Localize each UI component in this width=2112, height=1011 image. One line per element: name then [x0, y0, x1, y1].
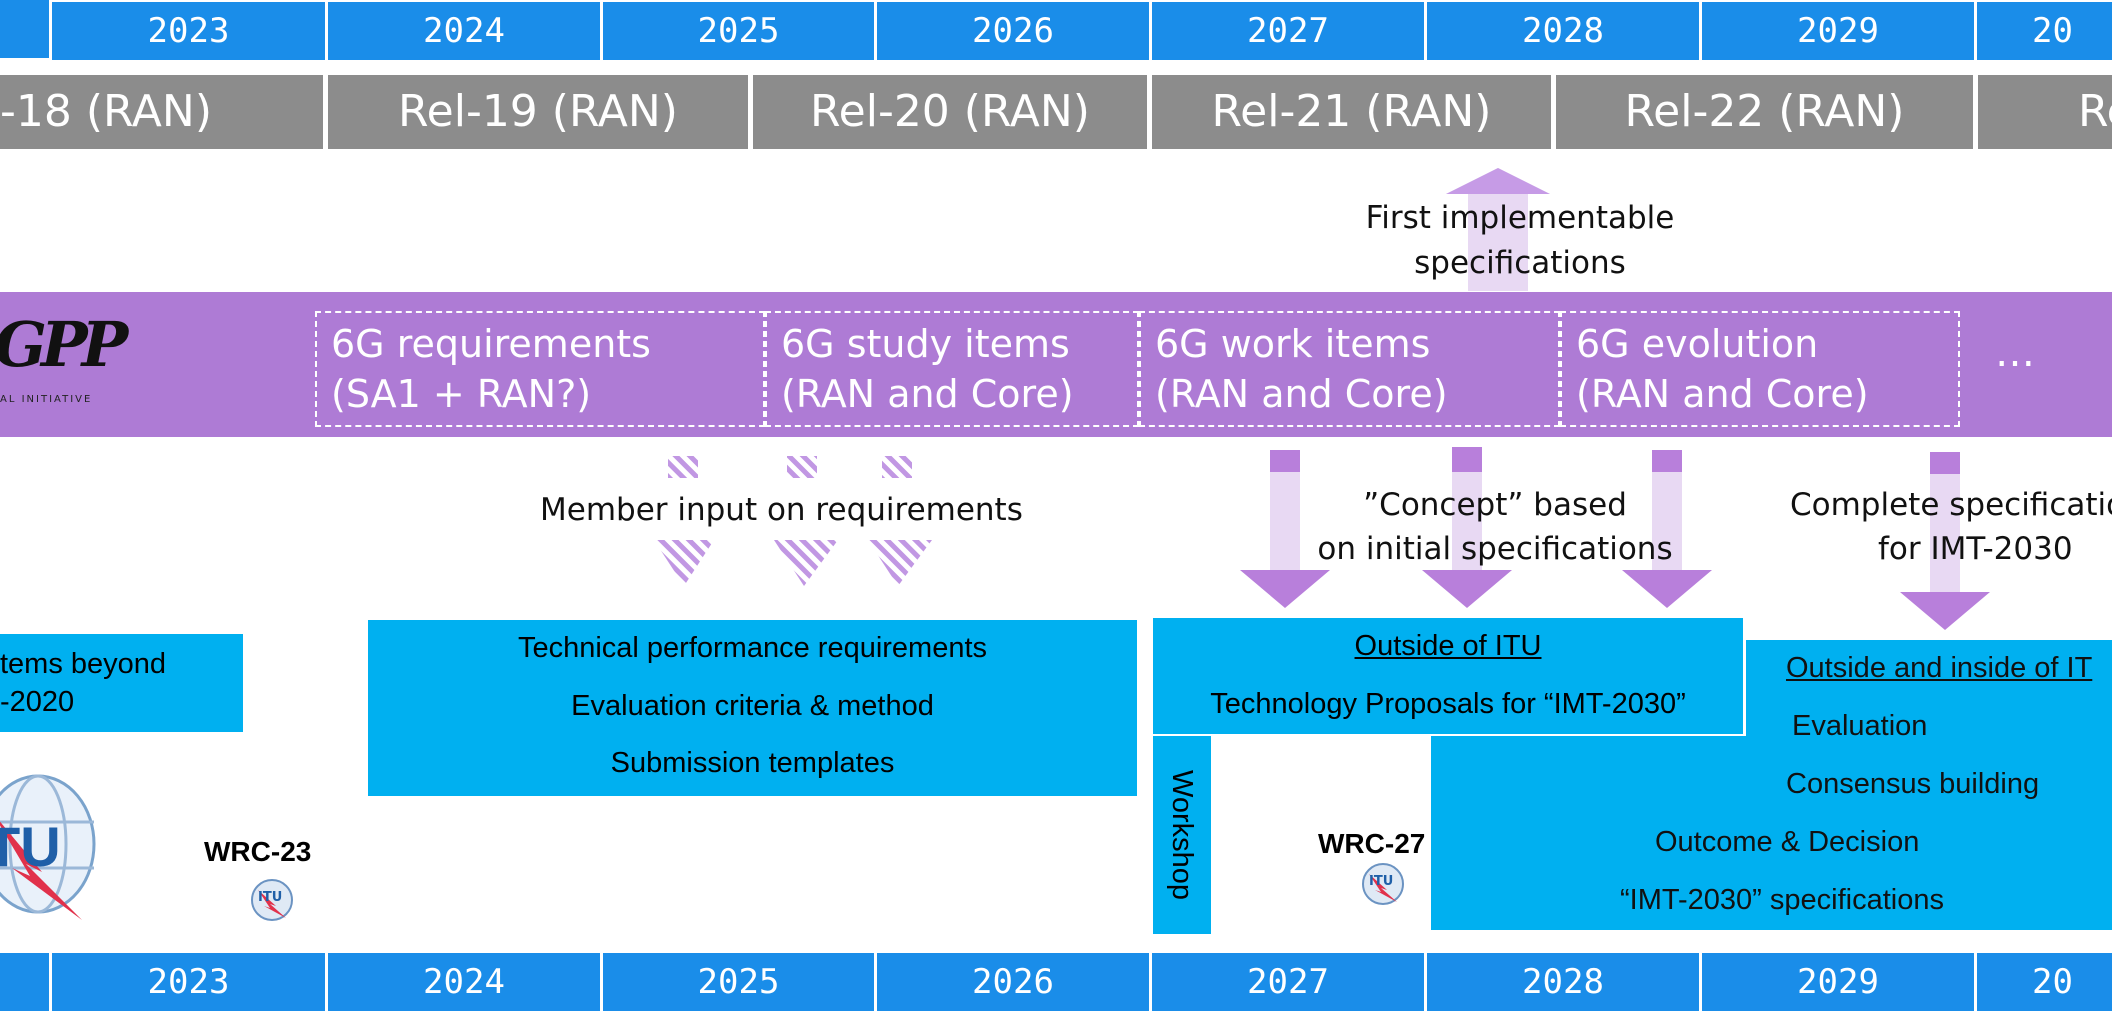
3gpp-logo-tagline: AL INITIATIVE — [0, 394, 93, 405]
complete-line2: for IMT-2030 — [1878, 531, 2073, 567]
3gpp-logo-text: GPP — [0, 308, 128, 381]
outside-inside-box-top — [1746, 640, 2112, 736]
wrc23-label: WRC-23 — [204, 836, 312, 867]
items-beyond-box: tems beyond -2020 — [0, 634, 243, 732]
phase-title: 6G requirements — [331, 322, 651, 366]
phase-subtitle: (RAN and Core) — [1576, 372, 1869, 416]
member-input-label: Member input on requirements — [540, 492, 1023, 528]
year-cell-2022-bottom — [0, 953, 52, 1011]
workshop-box: Workshop — [1153, 736, 1211, 934]
year-cell-top: 2023 — [52, 2, 328, 60]
outcome-label: Outcome & Decision — [1655, 826, 1920, 858]
year-cell-top: 2024 — [328, 2, 603, 60]
release-cell: Rel-22 (RAN) — [1556, 75, 1978, 149]
phase-6g-work-items: 6G work items (RAN and Core) — [1139, 311, 1560, 427]
year-cell-bottom: 2024 — [328, 953, 603, 1011]
down-arrow-icon — [1240, 450, 1330, 608]
itu-small-logo: ITU — [250, 878, 294, 922]
evaluation-label: Evaluation — [1792, 710, 1928, 742]
year-cell-bottom: 20 — [1977, 953, 2112, 1011]
items-beyond-line2: -2020 — [0, 686, 75, 718]
year-cell-top: 2028 — [1427, 2, 1702, 60]
ellipsis: … — [1995, 330, 2035, 376]
phase-title: 6G work items — [1155, 322, 1431, 366]
phase-title: 6G evolution — [1576, 322, 1819, 366]
itu-globe-icon — [0, 774, 96, 920]
down-arrow-icon — [1900, 452, 1990, 630]
consensus-label: Consensus building — [1786, 768, 2040, 800]
up-arrow-icon — [1446, 168, 1550, 291]
outside-inside-title: Outside and inside of IT — [1786, 652, 2093, 684]
itu-small-logo: ITU — [1361, 862, 1405, 906]
wrc27-label: WRC-27 — [1318, 828, 1426, 859]
year-cell-bottom: 2027 — [1152, 953, 1427, 1011]
release-cell: Rel-19 (RAN) — [328, 75, 753, 149]
items-beyond-line1: tems beyond — [0, 648, 167, 680]
year-cell-top: 2026 — [877, 2, 1152, 60]
release-cell: Rel-20 (RAN) — [753, 75, 1152, 149]
phase-title: 6G study items — [781, 322, 1070, 366]
concept-line1: ”Concept” based — [1363, 487, 1627, 523]
3gpp-band — [0, 292, 2112, 437]
year-cell-bottom: 2028 — [1427, 953, 1702, 1011]
3gpp-logo: GPP AL INITIATIVE — [0, 306, 128, 406]
year-cell-2022-top — [0, 0, 52, 58]
phase-subtitle: (RAN and Core) — [1155, 372, 1448, 416]
outside-itu-title: Outside of ITU — [1354, 630, 1542, 662]
itu-small-globe-icon — [1362, 863, 1404, 905]
down-arrow-icon — [1422, 447, 1512, 608]
itu-small-text: ITU — [1369, 874, 1394, 889]
itu-small-text: ITU — [258, 890, 283, 905]
tech-req-line2: Evaluation criteria & method — [571, 690, 934, 722]
year-cell-bottom: 2029 — [1702, 953, 1977, 1011]
release-cell: Rel-21 (RAN) — [1152, 75, 1556, 149]
outside-inside-box-bottom — [1431, 736, 2112, 930]
year-cell-bottom: 2025 — [603, 953, 877, 1011]
technical-requirements-box: Technical performance requirements Evalu… — [368, 620, 1137, 796]
concept-line2: on initial specifications — [1317, 531, 1673, 567]
year-cell-bottom: 2023 — [52, 953, 328, 1011]
phase-6g-study-items: 6G study items (RAN and Core) — [765, 311, 1139, 427]
first-implementable-line2: specifications — [1414, 245, 1626, 281]
complete-line1: Complete specificatio — [1790, 487, 2112, 523]
technology-proposals-label: Technology Proposals for “IMT-2030” — [1210, 688, 1686, 720]
itu-small-globe-icon — [251, 879, 293, 921]
phase-subtitle: (RAN and Core) — [781, 372, 1074, 416]
year-cell-top: 2027 — [1152, 2, 1427, 60]
release-cell: -18 (RAN) — [0, 75, 328, 149]
phase-6g-requirements: 6G requirements (SA1 + RAN?) — [315, 311, 765, 427]
outside-itu-box: Outside of ITU Technology Proposals for … — [1153, 618, 1743, 734]
workshop-label: Workshop — [1166, 769, 1198, 901]
imt2030-specs-label: “IMT-2030” specifications — [1620, 884, 1944, 916]
hatched-arrows-icon — [654, 456, 932, 586]
itu-logo-text: TU — [0, 815, 61, 878]
year-cell-bottom: 2026 — [877, 953, 1152, 1011]
phase-6g-evolution: 6G evolution (RAN and Core) — [1560, 311, 1960, 427]
first-implementable-line1: First implementable — [1365, 200, 1675, 236]
itu-logo: TU — [0, 772, 108, 922]
release-cell: Rel- — [1978, 75, 2112, 149]
year-cell-top: 2029 — [1702, 2, 1977, 60]
tech-req-line3: Submission templates — [610, 747, 895, 779]
tech-req-line1: Technical performance requirements — [517, 632, 988, 664]
year-cell-top: 20 — [1977, 2, 2112, 60]
down-arrow-icon — [1622, 450, 1712, 608]
year-cell-top: 2025 — [603, 2, 877, 60]
phase-subtitle: (SA1 + RAN?) — [331, 372, 592, 416]
